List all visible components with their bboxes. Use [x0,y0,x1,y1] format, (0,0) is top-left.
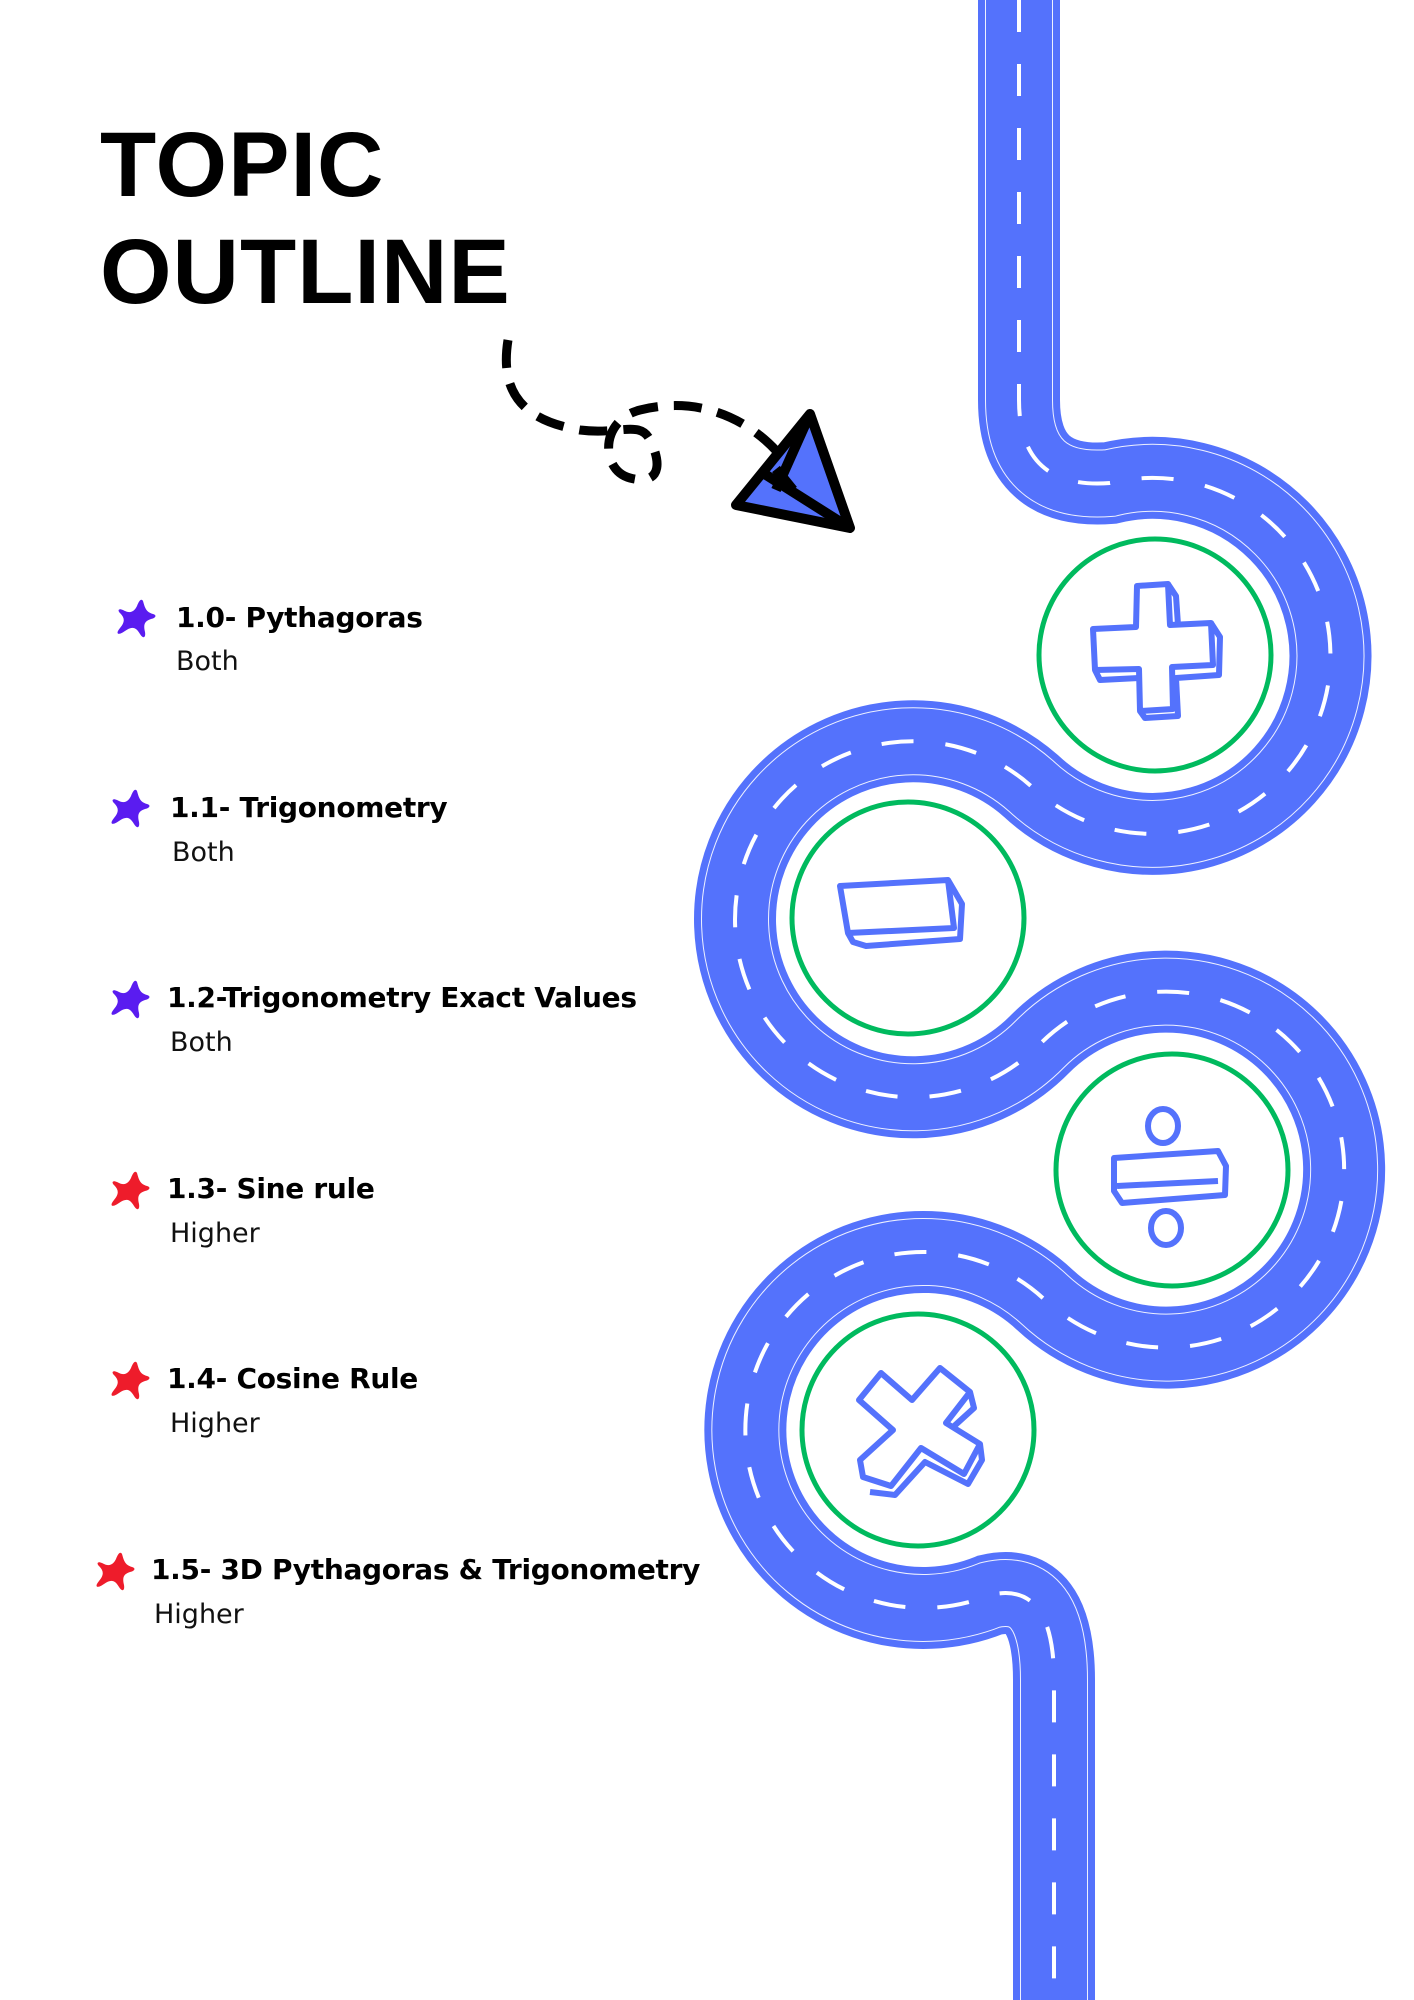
stop-minus [789,799,1027,1037]
stop-ring [1036,536,1274,774]
multiply-icon [856,1365,985,1498]
star-icon [111,1171,150,1210]
divide-icon [1111,1106,1229,1248]
stop-divide [1053,1051,1291,1289]
paper-plane-icon [731,409,855,533]
topic-name: 1.0- Pythagoras [176,601,423,634]
stop-ring [799,1311,1037,1549]
topic-name: 1.3- Sine rule [167,1172,375,1205]
topic-level: Both [170,1027,233,1058]
topic-level: Higher [154,1599,244,1630]
title-line-1: TOPIC [100,114,385,216]
star-icon [96,1552,135,1591]
topic-name: 1.5- 3D Pythagoras & Trigonometry [151,1553,701,1586]
minus-icon [837,877,965,949]
topic-name: 1.1- Trigonometry [170,791,448,824]
topic-level: Higher [170,1218,260,1249]
star-icon [111,789,150,828]
stop-ring [1053,1051,1291,1289]
stop-plus [1036,536,1274,774]
topic-name: 1.4- Cosine Rule [167,1362,418,1395]
star-icon [117,599,156,638]
topic-level: Higher [170,1408,260,1439]
stop-ring [789,799,1027,1037]
topic-level: Both [176,646,239,677]
stop-multiply [799,1311,1037,1549]
page-title: TOPIC OUTLINE [100,112,511,326]
dashed-arrow [501,339,784,485]
star-icon [111,1361,150,1400]
title-line-2: OUTLINE [100,221,511,323]
plus-icon [1090,581,1223,721]
topic-level: Both [172,837,235,868]
topic-name: 1.2-Trigonometry Exact Values [167,981,637,1014]
star-icon [111,980,150,1019]
